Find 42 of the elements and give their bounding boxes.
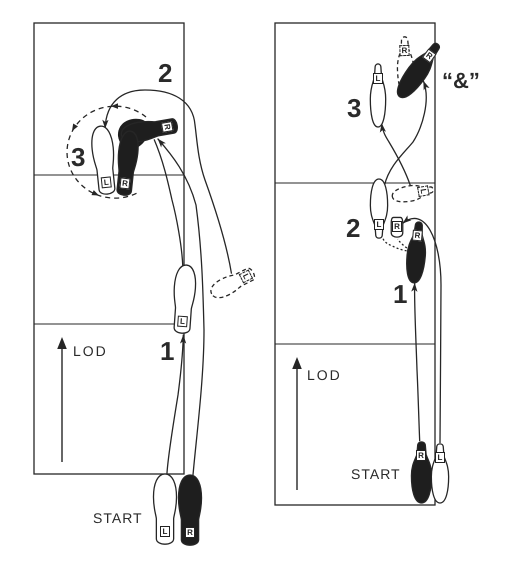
step-number: 1: [160, 338, 174, 364]
footprint: [178, 475, 202, 547]
footprint: [370, 179, 388, 239]
foot-side-letter: L: [160, 526, 170, 538]
step-number: 3: [347, 95, 362, 121]
foot-side-letter: L: [417, 185, 430, 197]
foot-side-letter: R: [399, 44, 410, 56]
foot-side-letter: R: [392, 221, 402, 232]
start-label: START: [93, 511, 143, 525]
footprint: [391, 217, 403, 239]
foot-side-letter: R: [412, 230, 423, 242]
arrow: [384, 80, 430, 186]
dotted-line: [382, 236, 407, 252]
line-of-dance-label: LOD: [307, 368, 342, 382]
foot-side-letter: R: [185, 527, 195, 538]
connector-line: [154, 139, 184, 267]
foot-side-letter: R: [416, 450, 426, 462]
start-label: START: [351, 467, 401, 481]
footprint: [114, 130, 140, 198]
step-number: 2: [346, 215, 360, 241]
arrow: [402, 216, 442, 443]
foot-side-letter: L: [435, 452, 445, 463]
footprint: [410, 441, 432, 503]
footprint: [431, 443, 449, 503]
arrow: [102, 89, 232, 274]
step-number: 1: [393, 281, 408, 307]
dotted-line: [397, 238, 408, 248]
foot-side-letter: L: [374, 219, 384, 230]
footprint: [170, 264, 198, 336]
footprint: [370, 63, 386, 127]
arrow: [166, 334, 186, 475]
footprint: [153, 474, 177, 546]
footprint: [404, 220, 428, 284]
foot-side-letter: L: [373, 72, 383, 84]
foot-side-letter: L: [238, 270, 253, 284]
count-label: “&”: [442, 70, 480, 92]
arrow: [380, 123, 411, 186]
step-number: 3: [71, 144, 86, 170]
arrow: [157, 138, 205, 476]
step-number: 2: [158, 60, 172, 86]
line-of-dance-label: LOD: [73, 344, 108, 358]
arrow: [411, 282, 420, 442]
